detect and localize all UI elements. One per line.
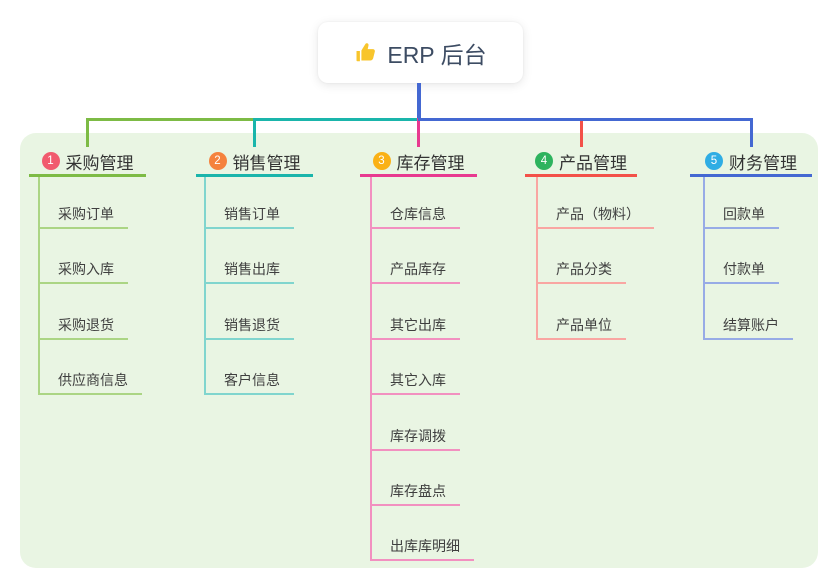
root-node[interactable]: ERP 后台 [318,22,523,83]
child-label: 客户信息 [224,372,280,388]
branch-label-1: 采购管理 [65,153,134,173]
connector-drop-2 [253,118,256,147]
connector-horizontal-2 [253,118,421,121]
child-label: 库存调拨 [390,428,446,444]
child-node[interactable]: 其它出库 [370,313,460,340]
child-label: 采购订单 [58,206,114,222]
child-node[interactable]: 付款单 [703,257,779,284]
branch-spine-5 [703,177,705,340]
child-label: 产品（物料） [556,206,640,222]
child-label: 仓库信息 [390,206,446,222]
branch-node-4[interactable]: 4 产品管理 [525,148,637,177]
child-label: 结算账户 [723,317,779,333]
child-label: 付款单 [723,261,765,277]
branch-label-3: 库存管理 [396,153,465,173]
branch-node-5[interactable]: 5 财务管理 [690,148,812,177]
child-node[interactable]: 销售出库 [204,257,294,284]
branch-badge-5: 5 [705,152,723,170]
branch-badge-3: 3 [372,152,391,170]
child-label: 其它出库 [390,317,446,333]
child-label: 产品库存 [390,261,446,277]
child-node[interactable]: 库存调拨 [370,424,460,451]
branch-node-2[interactable]: 2 销售管理 [196,148,313,177]
child-node[interactable]: 产品分类 [536,257,626,284]
child-label: 采购入库 [58,261,114,277]
connector-drop-5 [750,118,753,147]
branch-badge-2: 2 [208,152,227,170]
branch-label-5: 财务管理 [729,153,797,173]
branch-badge-4: 4 [535,152,553,170]
branch-label-4: 产品管理 [559,153,627,173]
child-label: 销售订单 [224,206,280,222]
child-node[interactable]: 其它入库 [370,368,460,395]
branch-label-2: 销售管理 [232,153,301,173]
child-label: 产品分类 [556,261,612,277]
connector-horizontal-5 [418,118,753,121]
branch-node-1[interactable]: 1 采购管理 [29,148,146,177]
root-title: ERP 后台 [387,41,487,68]
trunk-connector [417,83,421,121]
child-label: 销售出库 [224,261,280,277]
child-node[interactable]: 供应商信息 [38,368,142,395]
child-node[interactable]: 采购退货 [38,313,128,340]
branch-spine-2 [204,177,206,395]
child-node[interactable]: 回款单 [703,202,779,229]
child-node[interactable]: 结算账户 [703,313,793,340]
child-node[interactable]: 销售订单 [204,202,294,229]
connector-drop-4 [580,118,583,147]
connector-drop-1 [86,118,89,147]
child-label: 出库库明细 [390,538,460,554]
child-label: 采购退货 [58,317,114,333]
child-node[interactable]: 仓库信息 [370,202,460,229]
child-node[interactable]: 采购订单 [38,202,128,229]
child-node[interactable]: 采购入库 [38,257,128,284]
child-node[interactable]: 客户信息 [204,368,294,395]
child-label: 产品单位 [556,317,612,333]
connector-drop-3 [417,118,420,147]
thumbs-up-icon [356,42,376,61]
mindmap-background-panel [20,133,818,568]
child-node[interactable]: 出库库明细 [370,534,474,561]
child-label: 供应商信息 [58,372,128,388]
child-label: 销售退货 [224,317,280,333]
child-node[interactable]: 库存盘点 [370,479,460,506]
branch-badge-1: 1 [41,152,60,170]
branch-spine-3 [370,177,372,561]
child-label: 回款单 [723,206,765,222]
branch-spine-4 [536,177,538,340]
child-label: 库存盘点 [390,483,446,499]
child-node[interactable]: 产品库存 [370,257,460,284]
branch-node-3[interactable]: 3 库存管理 [360,148,477,177]
branch-spine-1 [38,177,40,395]
child-label: 其它入库 [390,372,446,388]
child-node[interactable]: 产品单位 [536,313,626,340]
child-node[interactable]: 产品（物料） [536,202,654,229]
child-node[interactable]: 销售退货 [204,313,294,340]
